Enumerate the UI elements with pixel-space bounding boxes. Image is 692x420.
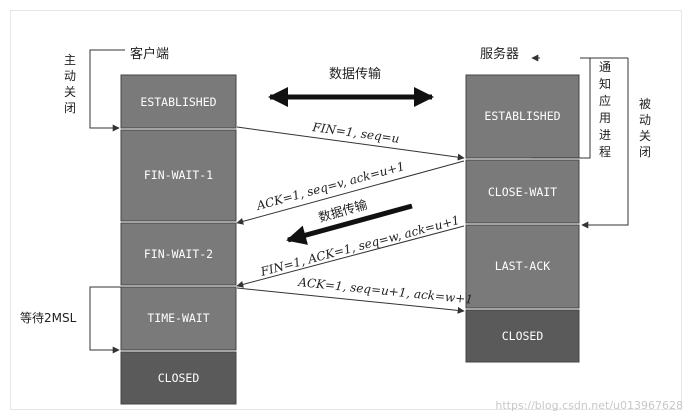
notify-app-label: 通 知 应 用 进 程 — [599, 60, 611, 159]
svg-text:被: 被 — [639, 97, 651, 111]
svg-text:动: 动 — [639, 113, 651, 127]
client-state-fin-wait-2: FIN-WAIT-2 — [120, 222, 237, 286]
client-state-time-wait-label: TIME-WAIT — [147, 311, 209, 325]
svg-text:用: 用 — [599, 111, 611, 125]
server-header: 服务器 — [480, 46, 519, 62]
message-ack-label: ACK=1, seq=v, ack=u+1 — [254, 159, 406, 213]
svg-text:闭: 闭 — [639, 145, 651, 159]
svg-text:知: 知 — [599, 77, 611, 91]
svg-text:程: 程 — [599, 144, 611, 159]
client-state-fin-wait-1-label: FIN-WAIT-1 — [144, 168, 213, 182]
wait-2msl-label: 等待2MSL — [20, 311, 77, 325]
svg-text:通: 通 — [599, 60, 611, 74]
data-transfer-mid-arrow — [286, 203, 413, 245]
svg-text:动: 动 — [64, 69, 76, 83]
svg-text:关: 关 — [639, 129, 651, 143]
svg-text:进: 进 — [599, 128, 611, 142]
data-transfer-top-label: 数据传输 — [329, 66, 381, 82]
server-state-closed: CLOSED — [465, 309, 580, 363]
server-state-established-label: ESTABLISHED — [484, 109, 560, 123]
server-state-last-ack-label: LAST-ACK — [495, 259, 550, 273]
client-state-established: ESTABLISHED — [120, 74, 237, 129]
svg-text:应: 应 — [599, 93, 611, 108]
passive-close-label: 被 动 关 闭 — [639, 97, 651, 159]
client-state-established-label: ESTABLISHED — [140, 95, 216, 109]
svg-text:关: 关 — [64, 85, 76, 99]
message-final-ack-arrow — [236, 287, 465, 314]
client-state-fin-wait-2-label: FIN-WAIT-2 — [144, 247, 213, 261]
message-fin-label: FIN=1, seq=u — [311, 120, 401, 146]
active-close-connector — [89, 49, 125, 132]
server-state-last-ack: LAST-ACK — [465, 224, 580, 309]
client-state-closed-label: CLOSED — [158, 371, 200, 385]
client-header: 客户端 — [130, 46, 169, 62]
svg-text:主: 主 — [64, 53, 76, 67]
client-state-fin-wait-1: FIN-WAIT-1 — [120, 129, 237, 222]
svg-text:闭: 闭 — [64, 101, 76, 115]
message-final-ack-label: ACK=1, seq=u+1, ack=w+1 — [297, 275, 474, 307]
server-state-closed-label: CLOSED — [502, 329, 544, 343]
passive-close-connector — [581, 58, 629, 229]
active-close-label: 主 动 关 闭 — [64, 53, 76, 115]
message-ack-arrow — [236, 160, 465, 225]
client-state-time-wait: TIME-WAIT — [120, 286, 237, 351]
server-state-close-wait: CLOSE-WAIT — [465, 159, 580, 224]
message-fin-ack-arrow — [236, 225, 465, 288]
server-state-close-wait-label: CLOSE-WAIT — [488, 185, 557, 199]
message-fin-arrow — [236, 126, 465, 161]
wait-2msl-connector — [89, 286, 121, 354]
watermark: https://blog.csdn.net/u013967628 — [495, 399, 683, 412]
client-state-closed: CLOSED — [120, 351, 237, 405]
server-state-established: ESTABLISHED — [465, 74, 580, 159]
diagram-frame — [10, 10, 682, 410]
